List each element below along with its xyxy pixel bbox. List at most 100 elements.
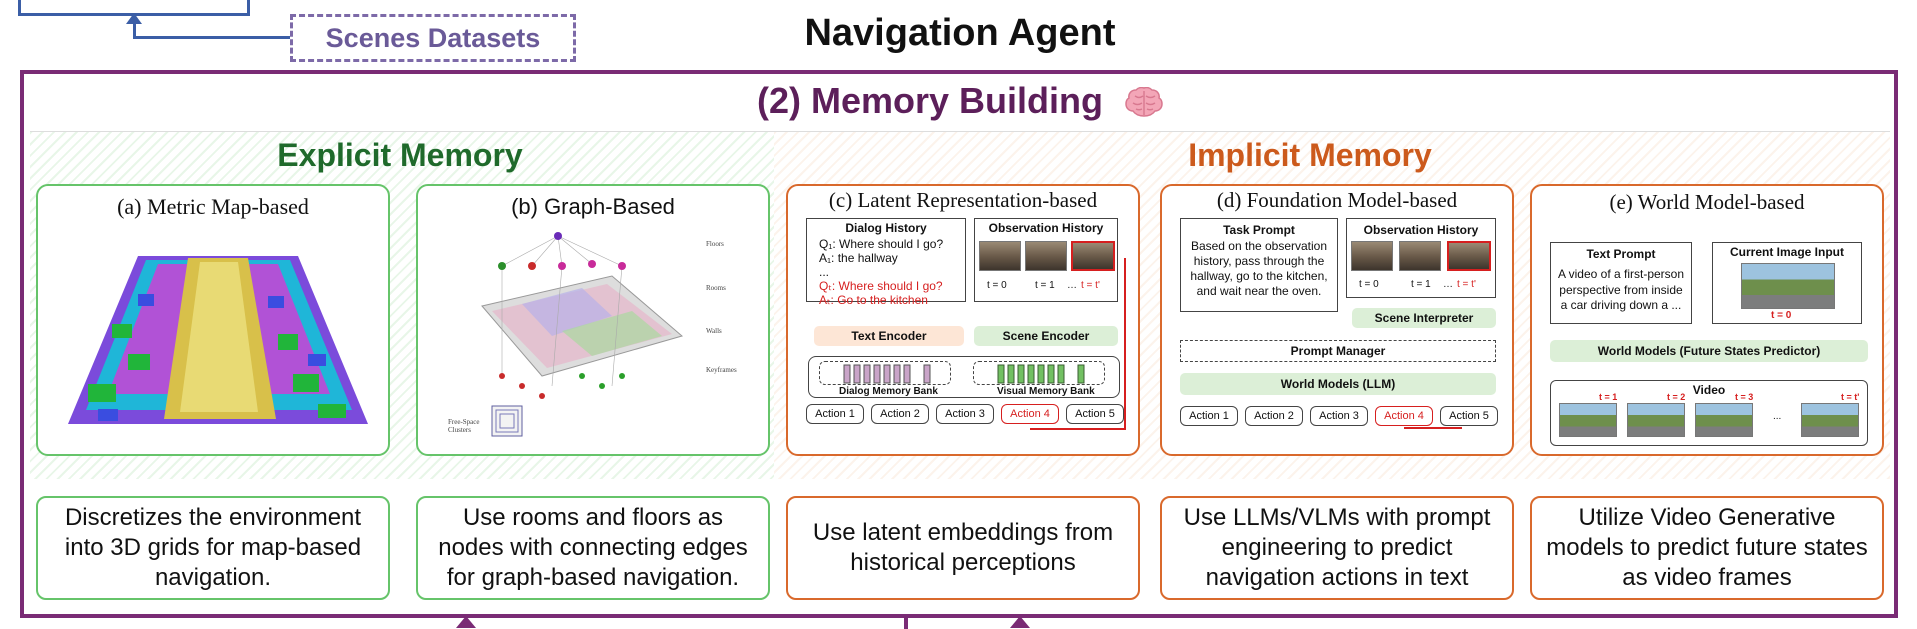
dialog-memory-bank-box	[819, 361, 951, 385]
dialog-history-box: Dialog History Q₁: Where should I go? A₁…	[806, 218, 966, 307]
action-5: Action 5	[1440, 406, 1498, 426]
observation-thumbnail	[1399, 241, 1441, 271]
task-prompt-text: Based on the observation history, pass t…	[1190, 239, 1328, 298]
scene-graph-image	[481, 232, 684, 437]
observation-thumbnail	[1447, 241, 1491, 271]
scenes-datasets-box: Scenes Datasets	[290, 14, 576, 62]
dialog-memory-bank-label: Dialog Memory Bank	[839, 386, 938, 397]
text-prompt: A video of a first-person perspective fr…	[1557, 267, 1685, 313]
frame-label: t = 2	[1667, 392, 1686, 402]
memory-building-frame	[20, 70, 1898, 618]
observation-thumbnail	[979, 241, 1021, 271]
time-label: t = 0	[1359, 279, 1379, 290]
memory-building-title: (2) Memory Building	[700, 80, 1220, 122]
connector-line	[133, 36, 290, 39]
observation-history-title: Observation History	[1363, 223, 1479, 237]
connector-line	[904, 616, 908, 629]
prompt-manager: Prompt Manager	[1180, 340, 1496, 362]
task-prompt-box: Task Prompt Based on the observation his…	[1180, 218, 1338, 312]
frame-ellipsis: ...	[1773, 411, 1782, 422]
graph-label-walls: Walls	[706, 327, 722, 335]
action-5: Action 5	[1066, 404, 1124, 424]
panel-metric-map: (a) Metric Map-based	[36, 184, 390, 456]
panel-title: (c) Latent Representation-based	[828, 188, 1098, 212]
action-3: Action 3	[936, 404, 994, 424]
feedback-line	[1124, 258, 1126, 428]
panel-title: (d) Foundation Model-based	[1216, 188, 1458, 212]
time-label: …	[1443, 279, 1453, 290]
frame-label: t = 1	[1599, 392, 1618, 402]
frame-label: t = t'	[1841, 392, 1860, 402]
graph-label-rooms: Rooms	[706, 284, 726, 292]
time-label: t = t'	[1081, 280, 1100, 291]
video-frame	[1627, 403, 1685, 437]
video-label: Video	[1692, 383, 1726, 397]
dialog-line: ...	[819, 265, 830, 279]
text-prompt-box: Text Prompt A video of a first-person pe…	[1550, 242, 1692, 324]
implicit-memory-title: Implicit Memory	[1188, 137, 1432, 173]
dialog-line: A₁: the hallway	[819, 251, 898, 265]
observation-history-box: Observation History t = 0 t = 1 … t = t'	[974, 218, 1118, 302]
memory-bank-group: Dialog Memory Bank Visual Memory Bank	[808, 356, 1120, 398]
video-frame	[1559, 403, 1617, 437]
dialog-line: Qₜ: Where should I go?	[819, 279, 943, 293]
visual-memory-bars	[997, 364, 1085, 384]
dialog-history-title: Dialog History	[845, 221, 927, 235]
text-prompt-title: Text Prompt	[1586, 247, 1656, 261]
brain-icon	[1125, 87, 1163, 117]
action-1: Action 1	[1180, 406, 1238, 426]
visual-memory-bank-box	[973, 361, 1105, 385]
up-arrow-icon	[456, 616, 476, 628]
feedback-line	[1404, 427, 1462, 429]
graph-label-floors: Floors	[706, 240, 724, 248]
panel-world-model: (e) World Model-based Text Prompt A vide…	[1530, 184, 1884, 456]
video-frame	[1695, 403, 1753, 437]
world-models-llm: World Models (LLM)	[1180, 373, 1496, 395]
time-label: t = 0	[987, 280, 1007, 291]
time-label: t = 1	[1035, 280, 1055, 291]
panel-title: (a) Metric Map-based	[117, 194, 309, 219]
explicit-memory-title: Explicit Memory	[277, 137, 523, 173]
dialog-memory-bars	[843, 364, 931, 384]
dialog-line: Q₁: Where should I go?	[819, 237, 944, 251]
action-4: Action 4	[1375, 406, 1433, 426]
scene-encoder: Scene Encoder	[974, 326, 1118, 346]
dialog-line: Aₜ: Go to the kitchen	[819, 293, 928, 307]
memory-title-text: (2) Memory Building	[756, 80, 1103, 121]
metric-map-image	[68, 256, 368, 424]
action-2: Action 2	[871, 404, 929, 424]
description-foundation: Use LLMs/VLMs with prompt engineering to…	[1160, 496, 1514, 600]
graph-label-keyframes: Keyframes	[706, 366, 737, 374]
panel-title: (b) Graph-Based	[511, 194, 675, 219]
description-metric-map: Discretizes the environment into 3D grid…	[36, 496, 390, 600]
graph-caption: Free-Space Clusters	[448, 418, 480, 434]
current-image-title: Current Image Input	[1729, 245, 1844, 259]
current-image-box: Current Image Input t = 0	[1712, 242, 1862, 324]
frame-label: t = 3	[1735, 392, 1754, 402]
action-2: Action 2	[1245, 406, 1303, 426]
action-3: Action 3	[1310, 406, 1368, 426]
time-label: t = t'	[1457, 279, 1476, 290]
time-label: t = 0	[1771, 310, 1792, 321]
description-latent: Use latent embeddings from historical pe…	[786, 496, 1140, 600]
visual-memory-bank-label: Visual Memory Bank	[997, 386, 1095, 397]
time-label: …	[1067, 280, 1077, 291]
panel-foundation-model: (d) Foundation Model-based Task Prompt B…	[1160, 184, 1514, 456]
text-encoder: Text Encoder	[814, 326, 964, 346]
panel-title: (e) World Model-based	[1609, 190, 1805, 214]
description-world-model: Utilize Video Generative models to predi…	[1530, 496, 1884, 600]
task-prompt-title: Task Prompt	[1223, 223, 1295, 237]
description-graph-based: Use rooms and floors as nodes with conne…	[416, 496, 770, 600]
observation-history-box: Observation History t = 0 t = 1 … t = t'	[1346, 218, 1496, 298]
up-arrow-icon	[1010, 616, 1030, 628]
page-title: Navigation Agent	[804, 12, 1116, 54]
observation-thumbnail	[1025, 241, 1067, 271]
observation-thumbnail	[1071, 241, 1115, 271]
future-states-predictor: World Models (Future States Predictor)	[1550, 340, 1868, 362]
video-output-box: Video t = 1 t = 2 t = 3 ... t = t'	[1550, 380, 1868, 446]
scene-interpreter: Scene Interpreter	[1352, 308, 1496, 328]
section-divider	[30, 131, 1890, 480]
panel-graph-based: (b) Graph-Based Floors Rooms Walls Keyfr…	[416, 184, 770, 456]
action-1: Action 1	[806, 404, 864, 424]
action-4: Action 4	[1001, 404, 1059, 424]
